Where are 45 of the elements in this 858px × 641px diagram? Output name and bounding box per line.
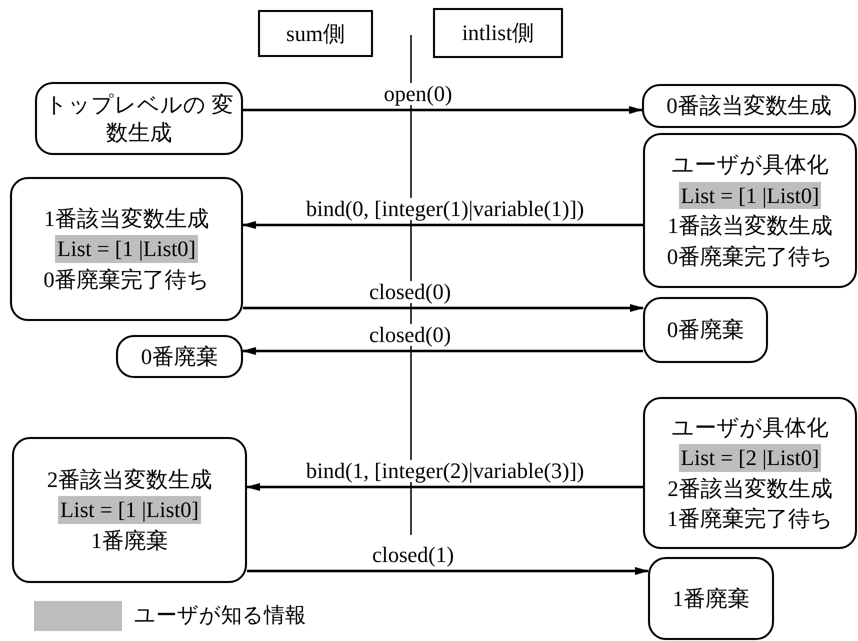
node-text: 0番廃棄完了待ち [42, 266, 210, 294]
header-box [433, 8, 563, 58]
node-text: 0番廃棄 [140, 342, 219, 370]
node-text: 1番廃棄完了待ち [666, 505, 834, 532]
arrow [243, 106, 643, 114]
highlighted-text: List = [1 |List0] [58, 496, 201, 524]
rounded-box [643, 133, 857, 288]
node-text: 1番該当変数生成 [43, 204, 210, 232]
highlighted-text: List = [1 |List0] [55, 235, 198, 263]
rounded-box [642, 84, 856, 128]
legend-text: ユーザが知る情報 [134, 602, 306, 629]
arrow [246, 483, 643, 491]
rounded-box [35, 82, 243, 155]
node-text: ユーザが具体化 [670, 151, 830, 178]
node-text: intlist側 [460, 19, 536, 47]
rounded-box [648, 557, 774, 640]
node-text: ユーザが具体化 [670, 414, 830, 441]
arrow [243, 304, 644, 312]
edge-label: bind(0, [integer(1)|variable(1)]) [304, 198, 586, 220]
arrow [242, 347, 643, 355]
node-text: 2番該当変数生成 [666, 474, 834, 502]
rounded-box [116, 335, 243, 378]
node-text: トップレベルの 変数生成 [44, 91, 234, 146]
rounded-box [643, 297, 768, 363]
node-text: 0番該当変数生成 [666, 92, 832, 120]
highlighted-text: List = [1 |List0] [678, 182, 822, 209]
rounded-box [643, 397, 857, 549]
node-text: 1番廃棄 [672, 584, 750, 612]
edge-label: closed(0) [367, 324, 453, 346]
header-box [258, 10, 373, 57]
node-text: 1番該当変数生成 [666, 212, 834, 240]
rounded-box [12, 437, 247, 583]
rounded-box [10, 177, 243, 321]
node-text: 0番廃棄完了待ち [666, 242, 834, 270]
edge-label: closed(0) [367, 281, 453, 303]
edge-label: open(0) [382, 83, 454, 105]
node-text: sum側 [285, 20, 346, 48]
highlighted-text: List = [2 |List0] [678, 444, 822, 472]
arrow [242, 221, 643, 229]
node-text: 1番廃棄 [90, 526, 169, 554]
arrow [247, 567, 649, 575]
node-text: 0番廃棄 [666, 316, 745, 344]
edge-label: bind(1, [integer(2)|variable(3)]) [304, 460, 586, 482]
edge-label: closed(1) [370, 544, 456, 566]
node-text: 2番該当変数生成 [46, 466, 213, 494]
